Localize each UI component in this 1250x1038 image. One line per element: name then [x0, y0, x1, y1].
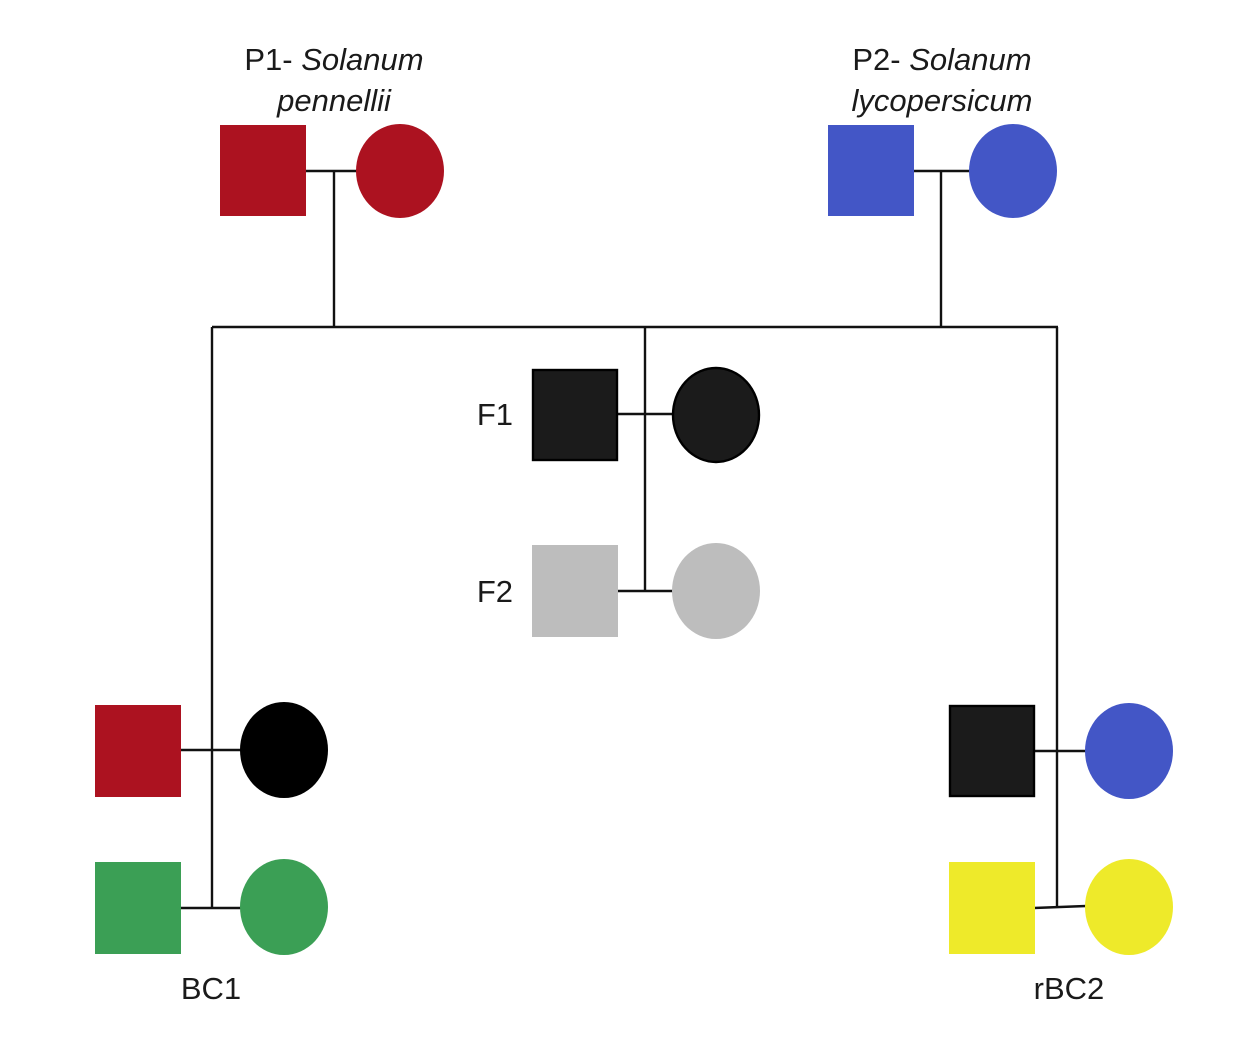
f2-label: F2: [477, 574, 513, 609]
p1-genus: Solanum: [301, 42, 423, 77]
f2-male-square: [532, 545, 618, 637]
rbc2-parent-male-square: [948, 704, 1036, 798]
f1-male-square: [531, 368, 619, 462]
p2-prefix: P2-: [852, 42, 900, 77]
p1-prefix: P1-: [244, 42, 292, 77]
f2-female-circle: [672, 543, 760, 639]
pedigree-lines: [180, 169, 1087, 910]
rbc2-label: rBC2: [1034, 971, 1105, 1006]
bc1-offspring-male-square: [95, 862, 181, 954]
bc1-offspring-female-circle: [240, 859, 328, 955]
rbc2-offspring-male-square: [949, 862, 1035, 954]
f1-female-circle: [671, 366, 761, 464]
p2-label-line1: P2- Solanum: [852, 42, 1031, 77]
f1-label: F1: [477, 397, 513, 432]
p2-genus: Solanum: [909, 42, 1031, 77]
bc1-label: BC1: [181, 971, 241, 1006]
p2-species: lycopersicum: [852, 83, 1033, 118]
bc1-parent-female-circle: [240, 702, 328, 798]
rbc2-offspring-line: [1033, 904, 1087, 910]
p2-female-circle: [969, 124, 1057, 218]
p1-female-circle: [356, 124, 444, 218]
p1-species: pennellii: [276, 83, 392, 118]
rbc2-parent-female-circle: [1085, 703, 1173, 799]
rbc2-offspring-female-circle: [1085, 859, 1173, 955]
p1-male-square: [220, 125, 306, 216]
p2-male-square: [828, 125, 914, 216]
p1-label-line1: P1- Solanum: [244, 42, 423, 77]
bc1-parent-male-square: [95, 705, 181, 797]
